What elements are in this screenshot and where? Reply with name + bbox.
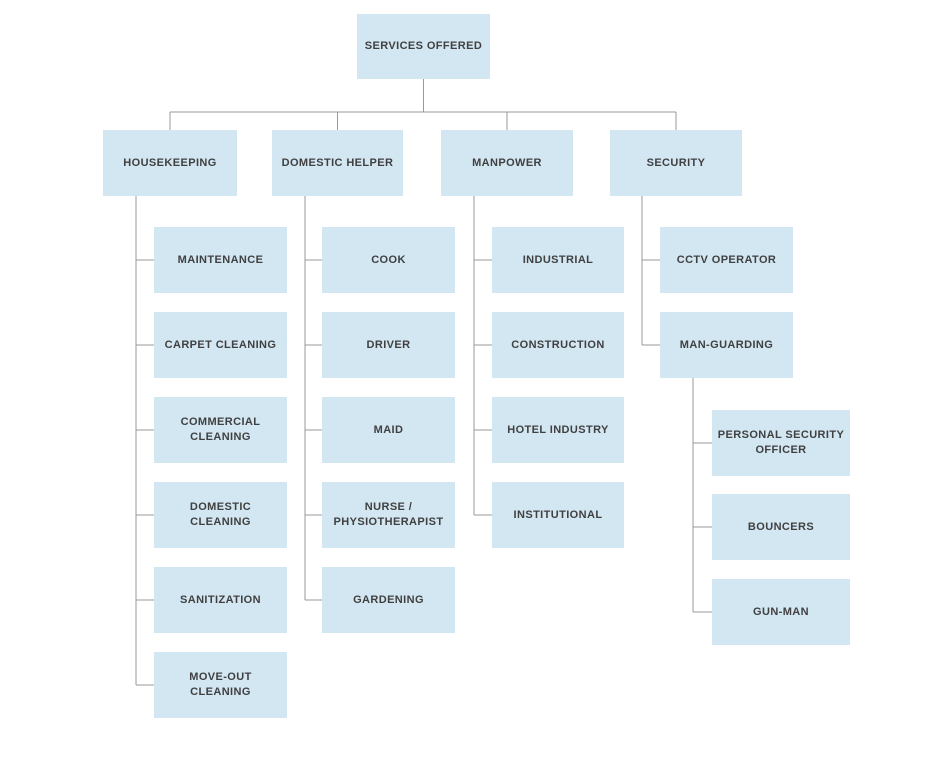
node-manpower[interactable]: MANPOWER <box>441 130 573 196</box>
node-label: DOMESTIC HELPER <box>281 156 394 169</box>
node-label: SECURITY <box>646 156 706 169</box>
node-label: SERVICES OFFERED <box>364 40 483 53</box>
node-label: MANPOWER <box>472 156 542 169</box>
node-label: HOUSEKEEPING <box>123 156 217 169</box>
node-hotel-industry[interactable]: HOTEL INDUSTRY <box>492 397 624 463</box>
node-label: MAINTENANCE <box>177 253 264 266</box>
node-man-guarding[interactable]: MAN-GUARDING <box>660 312 793 378</box>
node-label: MAN-GUARDING <box>679 338 774 351</box>
node-industrial[interactable]: INDUSTRIAL <box>492 227 624 293</box>
node-construction[interactable]: CONSTRUCTION <box>492 312 624 378</box>
node-gun-man[interactable]: GUN-MAN <box>712 579 850 645</box>
node-label: MAID <box>373 423 404 436</box>
node-carpet-cleaning[interactable]: CARPET CLEANING <box>154 312 287 378</box>
node-label: DRIVER <box>366 338 411 351</box>
node-nurse-physiotherapist[interactable]: NURSE / PHYSIOTHERAPIST <box>322 482 455 548</box>
node-driver[interactable]: DRIVER <box>322 312 455 378</box>
node-cctv-operator[interactable]: CCTV OPERATOR <box>660 227 793 293</box>
node-label: BOUNCERS <box>747 520 815 533</box>
node-bouncers[interactable]: BOUNCERS <box>712 494 850 560</box>
node-label: GUN-MAN <box>753 605 809 618</box>
node-security[interactable]: SECURITY <box>610 130 742 196</box>
node-label: INSTITUTIONAL <box>513 508 603 521</box>
node-cook[interactable]: COOK <box>322 227 455 293</box>
node-gardening[interactable]: GARDENING <box>322 567 455 633</box>
node-services-offered[interactable]: SERVICES OFFERED <box>357 14 490 79</box>
node-personal-security-officer[interactable]: PERSONAL SECURITY OFFICER <box>712 410 850 476</box>
node-domestic-helper[interactable]: DOMESTIC HELPER <box>272 130 403 196</box>
node-label: MOVE-OUT CLEANING <box>189 671 252 698</box>
node-label: CONSTRUCTION <box>511 338 605 351</box>
node-move-out-cleaning[interactable]: MOVE-OUT CLEANING <box>154 652 287 718</box>
node-label: COOK <box>371 253 406 266</box>
node-institutional[interactable]: INSTITUTIONAL <box>492 482 624 548</box>
node-label: SANITIZATION <box>180 593 261 606</box>
node-label: PERSONAL SECURITY OFFICER <box>717 429 845 456</box>
node-label: INDUSTRIAL <box>522 253 594 266</box>
node-label: HOTEL INDUSTRY <box>507 423 609 436</box>
node-label: CCTV OPERATOR <box>676 253 777 266</box>
node-label: GARDENING <box>353 593 424 606</box>
node-label: CARPET CLEANING <box>164 338 277 351</box>
node-sanitization[interactable]: SANITIZATION <box>154 567 287 633</box>
node-label: NURSE / PHYSIOTHERAPIST <box>333 501 444 528</box>
node-housekeeping[interactable]: HOUSEKEEPING <box>103 130 237 196</box>
node-label: DOMESTIC CLEANING <box>189 501 252 528</box>
node-maintenance[interactable]: MAINTENANCE <box>154 227 287 293</box>
node-commercial-cleaning[interactable]: COMMERCIAL CLEANING <box>154 397 287 463</box>
node-label: COMMERCIAL CLEANING <box>180 416 261 443</box>
node-maid[interactable]: MAID <box>322 397 455 463</box>
node-domestic-cleaning[interactable]: DOMESTIC CLEANING <box>154 482 287 548</box>
